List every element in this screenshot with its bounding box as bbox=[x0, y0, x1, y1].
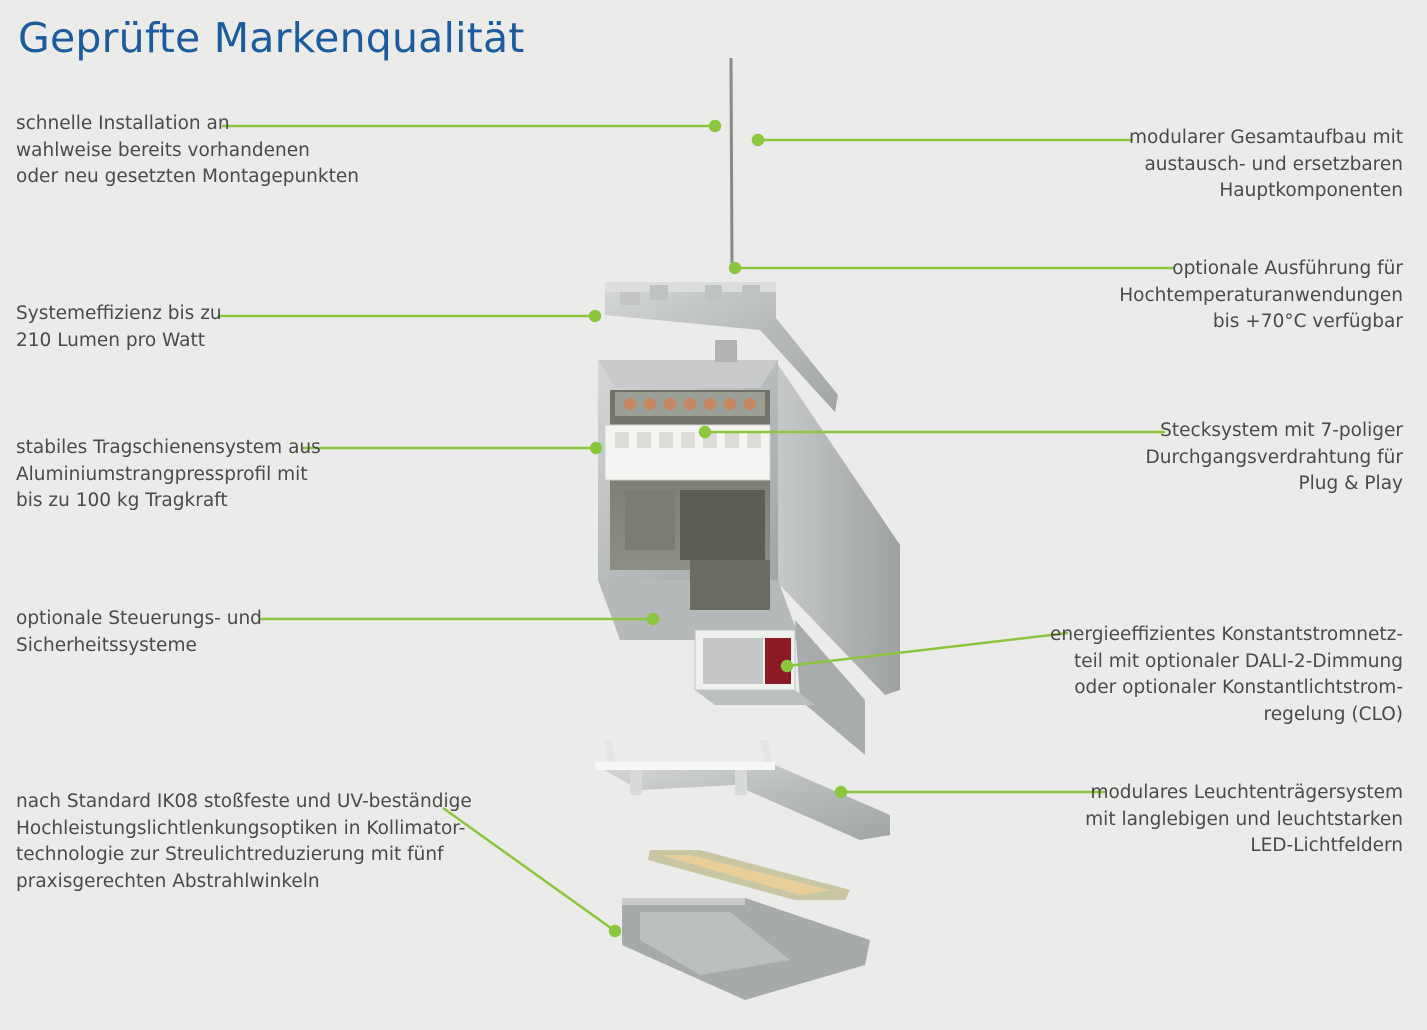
main-housing bbox=[598, 340, 900, 695]
label-line: praxisgerechten Abstrahlwinkeln bbox=[16, 870, 320, 892]
label-line: oder neu gesetzten Montagepunkten bbox=[16, 166, 359, 187]
label-control: optionale Steuerungs- und Sicherheitssys… bbox=[16, 606, 262, 659]
label-line: optionale Ausführung für bbox=[1172, 258, 1403, 279]
label-led-carrier: modulares Leuchtenträgersystem mit langl… bbox=[1085, 780, 1403, 860]
label-optics: nach Standard IK08 stoßfeste und UV-best… bbox=[16, 789, 472, 895]
label-line: LED-Lichtfeldern bbox=[1250, 835, 1403, 856]
label-line: technologie zur Streulichtreduzierung mi… bbox=[16, 844, 444, 865]
label-line: stabiles Tragschienensystem aus bbox=[16, 437, 321, 458]
label-line: 210 Lumen pro Watt bbox=[16, 329, 206, 351]
label-driver: energieeffizientes Konstantstromnetz- te… bbox=[1050, 622, 1403, 728]
label-line: optionale Steuerungs- und bbox=[16, 608, 262, 629]
leader-driver bbox=[786, 631, 1069, 668]
label-line: modularer Gesamtaufbau mit bbox=[1129, 127, 1403, 148]
leader-optics bbox=[442, 806, 616, 933]
label-line: Hauptkomponenten bbox=[1219, 180, 1403, 201]
mounting-rail bbox=[605, 282, 838, 412]
led-carrier-profile bbox=[595, 740, 890, 840]
leader-lines bbox=[218, 119, 1175, 938]
label-line: oder optionaler Konstantlichtstrom- bbox=[1074, 677, 1403, 698]
label-line: nach Standard IK08 stoßfeste und UV-best… bbox=[16, 791, 472, 812]
label-line: mit langlebigen und leuchtstarken bbox=[1085, 808, 1403, 830]
label-rail-system: stabiles Tragschienensystem aus Aluminiu… bbox=[16, 435, 321, 515]
label-line: wahlweise bereits vorhandenen bbox=[16, 139, 310, 161]
suspension-cable bbox=[729, 57, 734, 273]
label-installation: schnelle Installation an wahlweise berei… bbox=[16, 111, 359, 191]
optic-lens bbox=[622, 898, 870, 1000]
label-line: schnelle Installation an bbox=[16, 113, 230, 134]
label-line: Aluminiumstrangpressprofil mit bbox=[16, 463, 308, 485]
label-plug-system: Stecksystem mit 7-poliger Durchgangsverd… bbox=[1146, 418, 1403, 498]
driver-module bbox=[694, 620, 865, 755]
label-line: regelung (CLO) bbox=[1263, 703, 1403, 725]
label-line: teil mit optionaler DALI-2-Dimmung bbox=[1073, 650, 1403, 672]
label-line: Hochleistungslichtlenkungsoptiken in Kol… bbox=[16, 817, 466, 839]
label-line: Hochtemperaturanwendungen bbox=[1119, 284, 1403, 306]
label-line: bis +70°C verfügbar bbox=[1212, 311, 1403, 332]
label-line: Systemeffizienz bis zu bbox=[16, 303, 222, 324]
page-title: Geprüfte Markenqualität bbox=[18, 14, 525, 62]
label-modular: modularer Gesamtaufbau mit austausch- un… bbox=[1129, 125, 1403, 205]
label-line: energieeffizientes Konstantstromnetz- bbox=[1049, 624, 1403, 645]
plug-connector bbox=[604, 392, 771, 481]
label-line: modulares Leuchtenträgersystem bbox=[1090, 782, 1403, 803]
led-board bbox=[648, 850, 850, 900]
label-line: Durchgangsverdrahtung für bbox=[1145, 446, 1403, 468]
label-line: Stecksystem mit 7-poliger bbox=[1160, 420, 1403, 441]
label-efficiency: Systemeffizienz bis zu 210 Lumen pro Wat… bbox=[16, 301, 222, 354]
label-high-temp: optionale Ausführung für Hochtemperatura… bbox=[1119, 256, 1403, 336]
label-line: bis zu 100 kg Tragkraft bbox=[16, 490, 228, 511]
label-line: austausch- und ersetzbaren bbox=[1144, 153, 1403, 175]
label-line: Plug & Play bbox=[1298, 473, 1403, 494]
label-line: Sicherheitssysteme bbox=[16, 634, 197, 656]
